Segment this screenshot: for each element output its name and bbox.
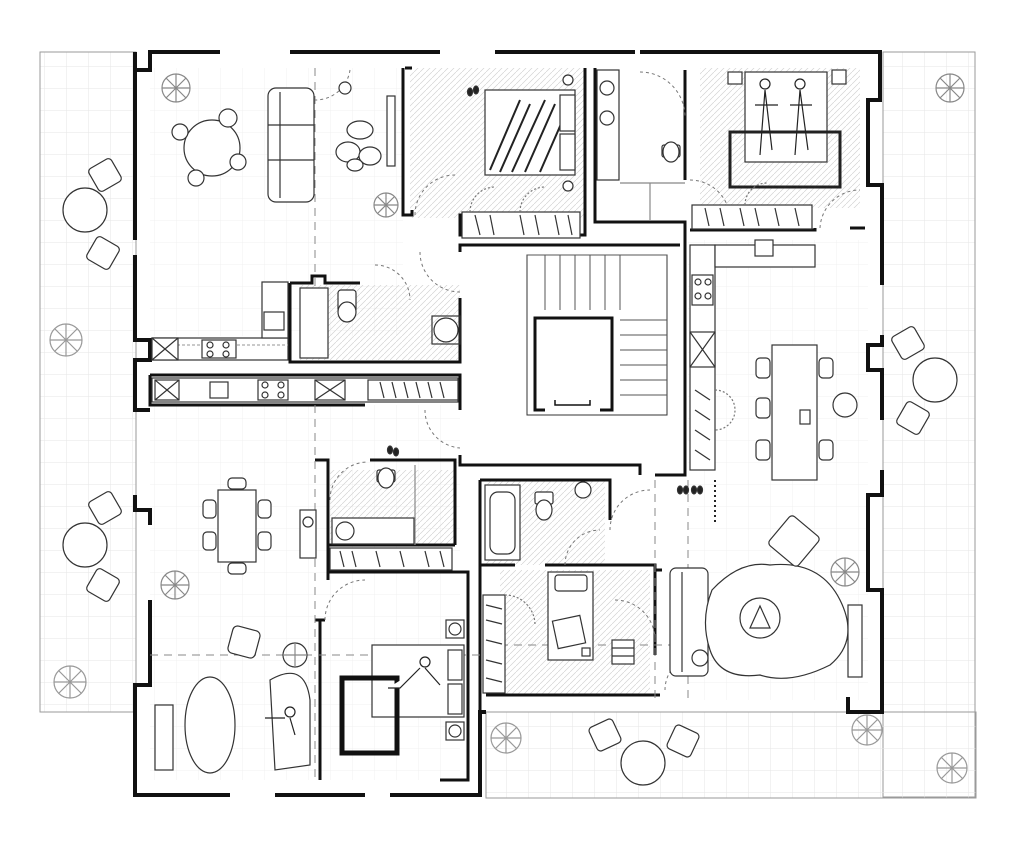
- room-living-room-nw: [161, 73, 399, 218]
- single-bed-icon: [547, 571, 594, 661]
- room-bathroom-west: [299, 287, 461, 359]
- chair-icon: [88, 158, 122, 192]
- dining-table-icon: [202, 477, 272, 575]
- shower-icon: [299, 287, 329, 359]
- stairs-icon: [527, 254, 667, 396]
- room-kitchen-west: [151, 281, 289, 361]
- round-table-icon: [62, 187, 108, 233]
- room-bathroom-south: [484, 481, 592, 561]
- terrace-south: [485, 711, 977, 799]
- stair-core: [526, 254, 668, 416]
- chair-icon: [88, 491, 122, 525]
- lamp-icon: [338, 81, 352, 95]
- sink-icon: [599, 80, 615, 126]
- room-kitchen-dining-east: [676, 239, 858, 522]
- exterior-walls: [133, 50, 884, 797]
- wardrobe-icon: [329, 547, 453, 571]
- room-bedroom-ne: [691, 69, 965, 230]
- bathtub-icon: [184, 676, 236, 774]
- chair-icon: [86, 568, 120, 602]
- round-table-icon: [62, 522, 108, 568]
- plant-icon: [830, 557, 860, 587]
- chair-icon: [666, 724, 700, 758]
- plant-icon: [161, 73, 399, 218]
- terraces: [39, 51, 977, 799]
- wardrobe-icon: [367, 379, 459, 401]
- chair-icon: [588, 718, 622, 752]
- armchair-icon: [768, 515, 820, 567]
- plant-icon: [49, 323, 87, 699]
- sideboard: [386, 95, 396, 167]
- sink-icon: [754, 239, 774, 257]
- stove-icon: [201, 339, 237, 359]
- armchair-icon: [227, 625, 311, 771]
- sink-icon: [574, 481, 592, 499]
- chair-icon: [755, 357, 834, 461]
- plant-icon: [160, 570, 190, 600]
- person-icon: [265, 706, 296, 736]
- terrace-east: [882, 51, 976, 798]
- plant-icon: [490, 714, 968, 784]
- terrace-west-furniture: [49, 158, 122, 699]
- plant-icon: [935, 73, 965, 103]
- sofa-icon: [669, 567, 709, 677]
- chair-icon: [86, 236, 120, 270]
- rug-icon: [335, 120, 382, 172]
- slippers-icon: [386, 445, 400, 457]
- room-bedroom-south: [339, 619, 465, 756]
- double-bed-icon: [728, 71, 842, 189]
- terrace-south-furniture: [490, 714, 968, 786]
- elevator-icon: [533, 316, 614, 412]
- door-swings: [314, 69, 861, 691]
- terrace-west: [39, 51, 137, 713]
- room-living-room-se: [669, 515, 863, 679]
- people-icon: [755, 78, 812, 156]
- wardrobe-icon: [691, 182, 813, 230]
- room-bedroom-north: [461, 74, 581, 239]
- desk-chair-icon: [611, 639, 635, 665]
- terrace-east-furniture: [891, 326, 958, 435]
- round-table-icon: [912, 357, 958, 403]
- round-table-icon: [620, 740, 666, 786]
- rug-icon: [339, 675, 400, 756]
- room-kitchen-counter-west: [151, 377, 459, 403]
- sink-icon: [263, 311, 285, 331]
- sofa-icon: [267, 87, 315, 203]
- wardrobe-icon: [461, 186, 581, 239]
- chair-icon: [891, 326, 925, 360]
- double-bed-icon: [484, 89, 576, 176]
- washing-machine-icon: [299, 509, 317, 559]
- wardrobe-icon: [694, 389, 736, 461]
- person-icon: [388, 656, 441, 689]
- dining-table-icon: [171, 108, 247, 187]
- stove-icon: [691, 274, 714, 306]
- room-kids-room: [482, 571, 635, 694]
- slippers-icon: [466, 85, 480, 97]
- washing-machine-icon: [433, 317, 459, 343]
- shoes-icon: [676, 485, 704, 495]
- double-bed-icon: [371, 644, 465, 718]
- room-living-room-sw: [154, 477, 317, 774]
- room-bathroom-north: [596, 69, 685, 220]
- room-bathroom-sw: [329, 445, 453, 571]
- coffee-table-icon: [739, 597, 781, 639]
- wardrobe-icon: [482, 594, 536, 694]
- chair-icon: [896, 401, 930, 435]
